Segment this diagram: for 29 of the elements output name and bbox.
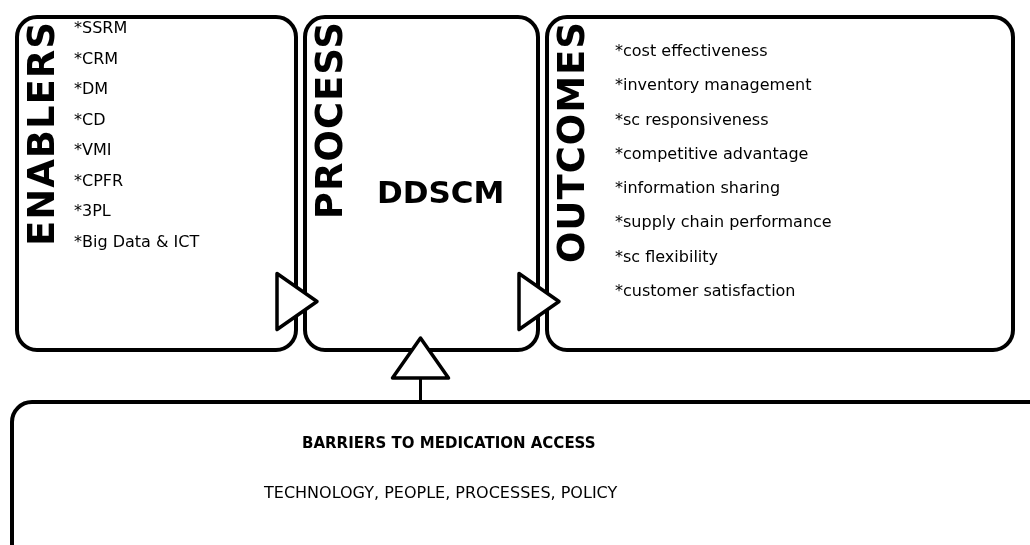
list-item: *sc flexibility [615, 245, 719, 268]
list-item: *VMI [74, 139, 113, 161]
list-item: *DM [74, 78, 110, 100]
rounded-box [545, 15, 1015, 352]
list-item: *supply chain performance [615, 211, 832, 234]
list-item: *CD [74, 108, 107, 131]
arrow [390, 336, 451, 400]
body-text: TECHNOLOGY, PEOPLE, PROCESSES, POLICY [264, 482, 618, 504]
process-name: DDSCM [377, 173, 505, 212]
heading: BARRIERS TO MEDICATION ACCESS [302, 433, 596, 454]
list-item: *competitive advantage [615, 142, 810, 165]
list-item: *customer satisfaction [615, 280, 797, 303]
vertical-heading: PROCESS [311, 21, 348, 220]
list-item: *3PL [74, 200, 112, 222]
arrow [275, 271, 319, 332]
list-item: *sc responsiveness [615, 108, 770, 131]
rounded-box [15, 15, 298, 352]
list-item: *information sharing [615, 177, 782, 200]
vertical-heading: OUTCOMES [553, 21, 590, 264]
vertical-heading: ENABLERS [23, 21, 60, 247]
list-item: *inventory management [615, 74, 813, 97]
rounded-box [10, 400, 1030, 545]
list-item: *cost effectiveness [615, 40, 769, 62]
list-item: *CPFR [74, 169, 125, 192]
list-item: *SSRM [74, 17, 129, 39]
rounded-box [303, 15, 540, 352]
list-item: *Big Data & ICT [74, 230, 200, 253]
arrow [517, 271, 561, 332]
list-item: *CRM [74, 47, 120, 70]
